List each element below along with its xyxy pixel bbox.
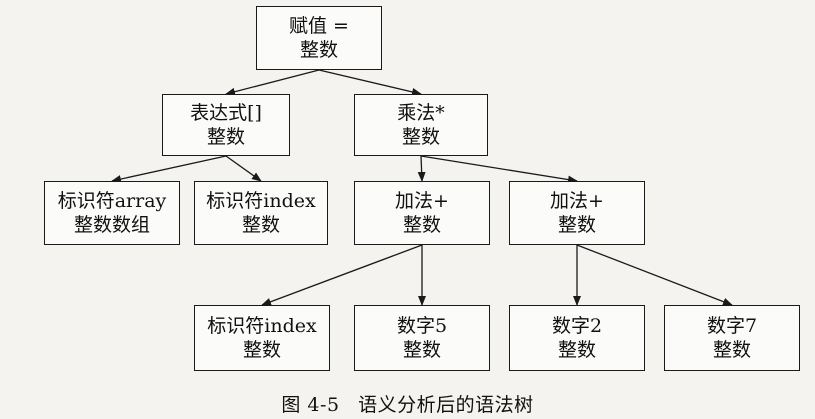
node-identifier-array-name: 标识符array	[57, 190, 167, 212]
node-index-expr-type: 整数	[206, 126, 245, 148]
node-multiply-type: 整数	[401, 126, 440, 148]
node-identifier-index: 标识符index 整数	[194, 181, 328, 245]
edge-index-to-idx1	[225, 155, 262, 182]
node-number-2-value: 数字2	[551, 315, 603, 337]
edge-add2-to-num7	[576, 244, 733, 306]
node-add-right: 加法+ 整数	[509, 181, 645, 245]
figure-title: 语义分析后的语法树	[358, 394, 534, 416]
edge-index-to-array	[111, 155, 227, 183]
node-add-right-type: 整数	[557, 214, 596, 236]
edge-add1-to-idx2	[261, 244, 423, 306]
node-number-5-type: 整数	[402, 339, 441, 361]
node-multiply: 乘法* 整数	[354, 94, 488, 156]
node-number-2-type: 整数	[557, 339, 596, 361]
node-add-left-type: 整数	[402, 214, 441, 236]
edge-mul-to-add1	[417, 155, 426, 182]
node-number-5-value: 数字5	[396, 315, 448, 337]
node-number-7: 数字7 整数	[664, 305, 800, 371]
node-identifier-array: 标识符array 整数数组	[44, 181, 180, 245]
edge-root-to-mul	[318, 69, 422, 96]
node-assign-op: 赋值 =	[289, 15, 349, 37]
figure-number: 图 4-5	[281, 394, 340, 416]
edge-mul-to-add2	[420, 155, 578, 184]
node-identifier-index-2-name: 标识符index	[207, 315, 317, 337]
node-multiply-op: 乘法*	[397, 102, 445, 124]
figure-caption: 图 4-5 语义分析后的语法树	[0, 390, 815, 417]
node-assign: 赋值 = 整数	[256, 6, 382, 70]
node-index-expr-op: 表达式[]	[190, 102, 262, 124]
node-assign-type: 整数	[299, 39, 338, 61]
node-identifier-index-type: 整数	[241, 214, 280, 236]
node-add-right-op: 加法+	[550, 190, 604, 212]
node-number-2: 数字2 整数	[509, 305, 645, 371]
node-index-expr: 表达式[] 整数	[162, 94, 290, 156]
node-identifier-array-type: 整数数组	[73, 214, 150, 236]
node-identifier-index-name: 标识符index	[206, 190, 316, 212]
node-add-left-op: 加法+	[395, 190, 449, 212]
node-number-5: 数字5 整数	[354, 305, 490, 371]
node-number-7-value: 数字7	[706, 315, 758, 337]
edge-root-to-index	[225, 69, 320, 96]
node-identifier-index-2: 标识符index 整数	[194, 305, 330, 371]
node-add-left: 加法+ 整数	[354, 181, 490, 245]
node-identifier-index-2-type: 整数	[242, 339, 281, 361]
node-number-7-type: 整数	[712, 339, 751, 361]
